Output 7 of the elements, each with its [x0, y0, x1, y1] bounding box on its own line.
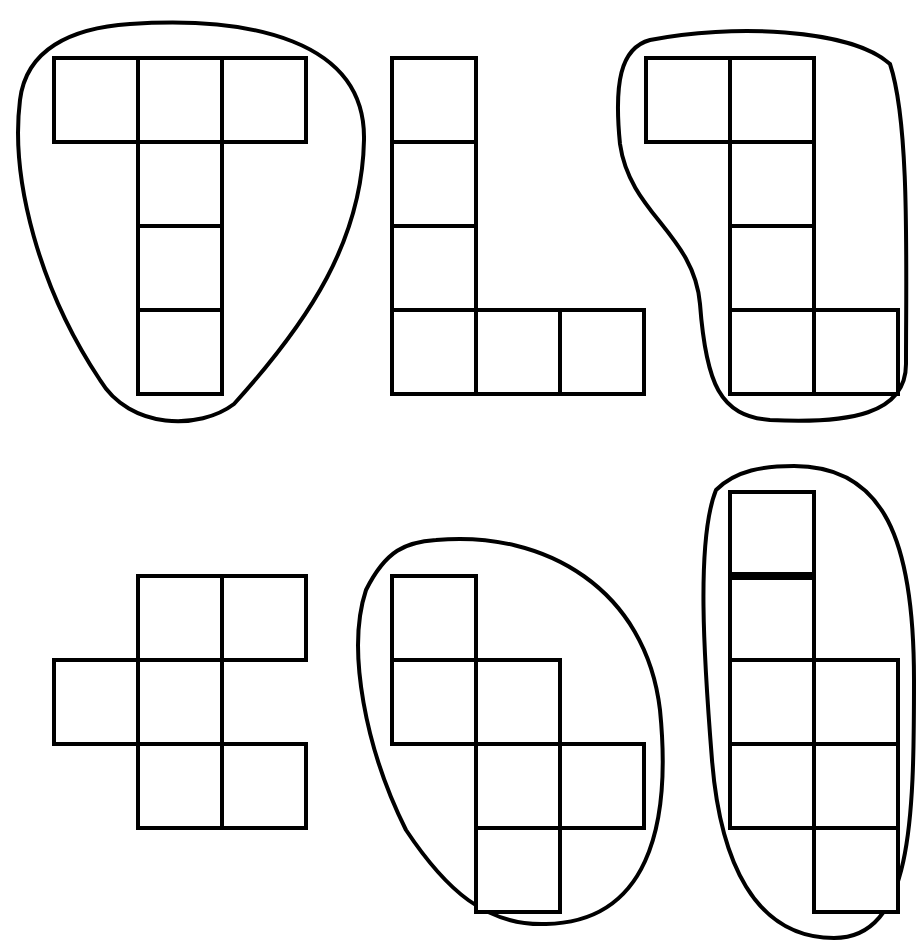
- polyomino-drawing: [390, 574, 646, 914]
- polyomino-drawing: [52, 56, 308, 396]
- polyomino-drawing: [644, 56, 900, 396]
- polyomino-drawing: [728, 490, 900, 914]
- polyomino-drawing: [52, 574, 308, 830]
- polyomino-drawing: [390, 56, 646, 396]
- enclosure-outline: [610, 24, 914, 428]
